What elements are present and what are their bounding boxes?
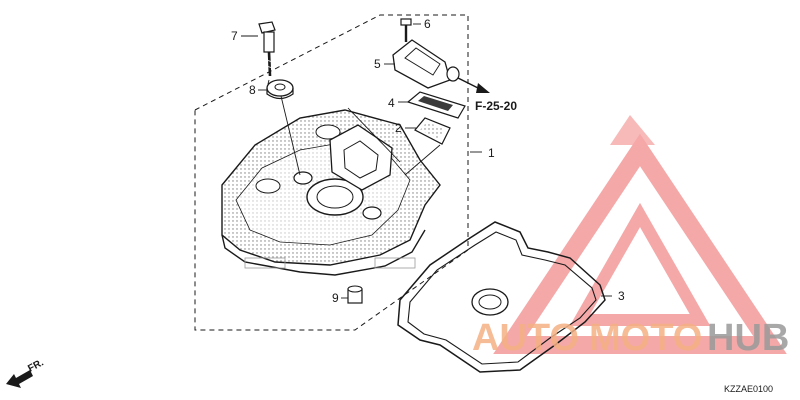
- bolt-7: [258, 21, 276, 77]
- leader-lines: [241, 23, 612, 299]
- callout-3: 3: [618, 289, 625, 303]
- callout-1: 1: [488, 146, 495, 160]
- svg-text:MOTO: MOTO: [589, 317, 702, 359]
- callout-5: 5: [374, 57, 381, 71]
- washer-8: [266, 79, 294, 100]
- front-direction-arrow-icon: [6, 370, 33, 388]
- dowel-9: [347, 285, 363, 304]
- front-label: FR.: [26, 357, 46, 374]
- diagram-code: KZZAE0100: [724, 384, 773, 394]
- reference-label: F-25-20: [475, 99, 517, 113]
- reference-arrow-icon: [457, 77, 490, 93]
- callout-6: 6: [424, 17, 431, 31]
- breather-element: [414, 117, 451, 145]
- bolt-6: [400, 18, 412, 42]
- head-cover-gasket: [397, 221, 606, 373]
- callout-7: 7: [231, 29, 238, 43]
- cylinder-head-cover: .: [221, 109, 441, 276]
- callout-8: 8: [249, 83, 256, 97]
- assembly-boundary: [194, 14, 469, 331]
- svg-text:AUTO: AUTO: [472, 317, 579, 359]
- callout-9: 9: [332, 291, 339, 305]
- breather-plate: [406, 91, 466, 119]
- breather-cover: [392, 39, 460, 89]
- watermark-logo-icon: [493, 115, 787, 354]
- callout-2: 2: [395, 121, 402, 135]
- watermark-text: AUTO MOTO HUB: [472, 317, 789, 359]
- svg-text:HUB: HUB: [707, 317, 789, 359]
- callout-4: 4: [388, 96, 395, 110]
